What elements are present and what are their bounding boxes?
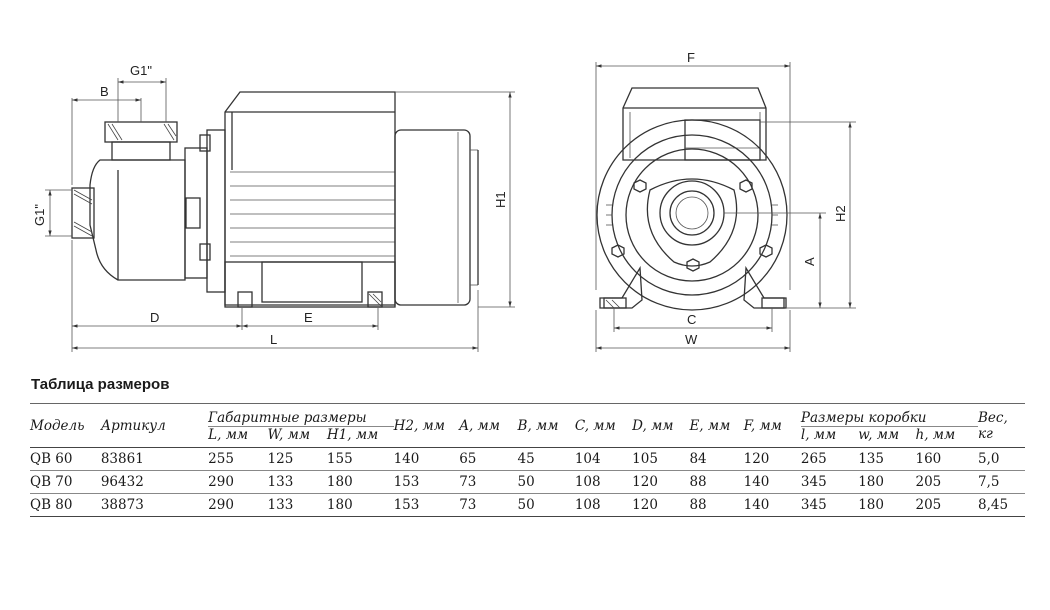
cell-a: 65 <box>459 447 518 471</box>
cell-box-h: 205 <box>915 493 978 517</box>
label-d: D <box>150 310 159 325</box>
cell-e: 84 <box>689 447 744 471</box>
table-header-row-1: Модель Артикул Габаритные размеры H2, мм… <box>30 403 1025 448</box>
cell-w: 133 <box>267 470 327 494</box>
col-f: F, мм <box>743 403 801 448</box>
label-g1-side: G1" <box>32 204 47 226</box>
label-h2: H2 <box>833 205 848 222</box>
cell-model: QB 60 <box>30 447 101 471</box>
cell-article: 83861 <box>100 447 209 471</box>
label-e: E <box>304 310 313 325</box>
cell-c: 104 <box>574 447 633 471</box>
col-box-w: w, мм <box>858 427 900 443</box>
cell-d: 120 <box>632 470 690 494</box>
front-view: F H2 A C W <box>595 50 856 352</box>
col-l: L, мм <box>208 427 249 443</box>
cell-h1: 180 <box>326 493 394 517</box>
cell-box-l: 345 <box>800 493 859 517</box>
cell-article: 96432 <box>100 470 209 494</box>
col-e: E, мм <box>689 403 744 448</box>
cell-h2: 153 <box>393 493 460 517</box>
label-f: F <box>687 50 695 65</box>
col-group-box: Размеры коробки <box>800 403 978 427</box>
cell-box-h: 160 <box>915 447 978 471</box>
label-g1-top: G1" <box>130 63 152 78</box>
side-view: G1" B G1" D E L H1 <box>32 63 515 352</box>
cell-weight: 7,5 <box>978 470 1025 494</box>
cell-d: 120 <box>632 493 690 517</box>
col-group-overall: Габаритные размеры <box>208 403 394 427</box>
pump-dimension-drawing: G1" B G1" D E L H1 <box>32 50 856 352</box>
cell-c: 108 <box>574 470 633 494</box>
label-b: B <box>100 84 109 99</box>
cell-f: 140 <box>743 470 801 494</box>
cell-l: 290 <box>208 470 268 494</box>
cell-box-l: 265 <box>800 447 859 471</box>
cell-b: 50 <box>517 493 575 517</box>
cell-model: QB 70 <box>30 470 101 494</box>
cell-e: 88 <box>689 470 744 494</box>
label-h1: H1 <box>493 191 508 208</box>
cell-article: 38873 <box>100 493 209 517</box>
cell-h1: 155 <box>326 447 394 471</box>
cell-h1: 180 <box>326 470 394 494</box>
cell-d: 105 <box>632 447 690 471</box>
col-article: Артикул <box>100 403 209 448</box>
label-w: W <box>685 332 698 347</box>
cell-f: 120 <box>743 447 801 471</box>
cell-weight: 5,0 <box>978 447 1025 471</box>
cell-f: 140 <box>743 493 801 517</box>
col-c: C, мм <box>574 403 633 448</box>
col-box-h: h, мм <box>915 427 956 443</box>
col-h1: H1, мм <box>326 427 379 443</box>
label-l: L <box>270 332 277 347</box>
col-w: W, мм <box>267 427 311 443</box>
cell-c: 108 <box>574 493 633 517</box>
col-a: A, мм <box>459 403 518 448</box>
dimensions-table: Модель Артикул Габаритные размеры H2, мм… <box>30 403 1025 517</box>
cell-a: 73 <box>459 493 518 517</box>
label-a: A <box>802 257 817 266</box>
table-header-row-2: L, мм W, мм H1, мм l, мм w, мм h, мм <box>30 427 1025 448</box>
table-row: QB 70 96432 290 133 180 153 73 50 108 12… <box>30 470 1025 494</box>
cell-box-w: 135 <box>858 447 916 471</box>
cell-weight: 8,45 <box>978 493 1025 517</box>
cell-b: 45 <box>517 447 575 471</box>
table-title: Таблица размеров <box>31 376 170 393</box>
cell-h2: 140 <box>393 447 460 471</box>
cell-box-h: 205 <box>915 470 978 494</box>
cell-box-l: 345 <box>800 470 859 494</box>
cell-l: 255 <box>208 447 268 471</box>
col-weight: Вес, кг <box>978 403 1025 448</box>
cell-box-w: 180 <box>858 470 916 494</box>
cell-b: 50 <box>517 470 575 494</box>
col-d: D, мм <box>632 403 690 448</box>
col-b: B, мм <box>517 403 575 448</box>
table-row: QB 60 83861 255 125 155 140 65 45 104 10… <box>30 447 1025 471</box>
cell-l: 290 <box>208 493 268 517</box>
cell-e: 88 <box>689 493 744 517</box>
cell-box-w: 180 <box>858 493 916 517</box>
table-row: QB 80 38873 290 133 180 153 73 50 108 12… <box>30 493 1025 517</box>
cell-a: 73 <box>459 470 518 494</box>
col-box-l: l, мм <box>800 427 837 443</box>
cell-w: 125 <box>267 447 327 471</box>
cell-h2: 153 <box>393 470 460 494</box>
cell-w: 133 <box>267 493 327 517</box>
col-model: Модель <box>30 403 101 448</box>
cell-model: QB 80 <box>30 493 101 517</box>
label-c: C <box>687 312 696 327</box>
col-h2: H2, мм <box>393 403 460 448</box>
